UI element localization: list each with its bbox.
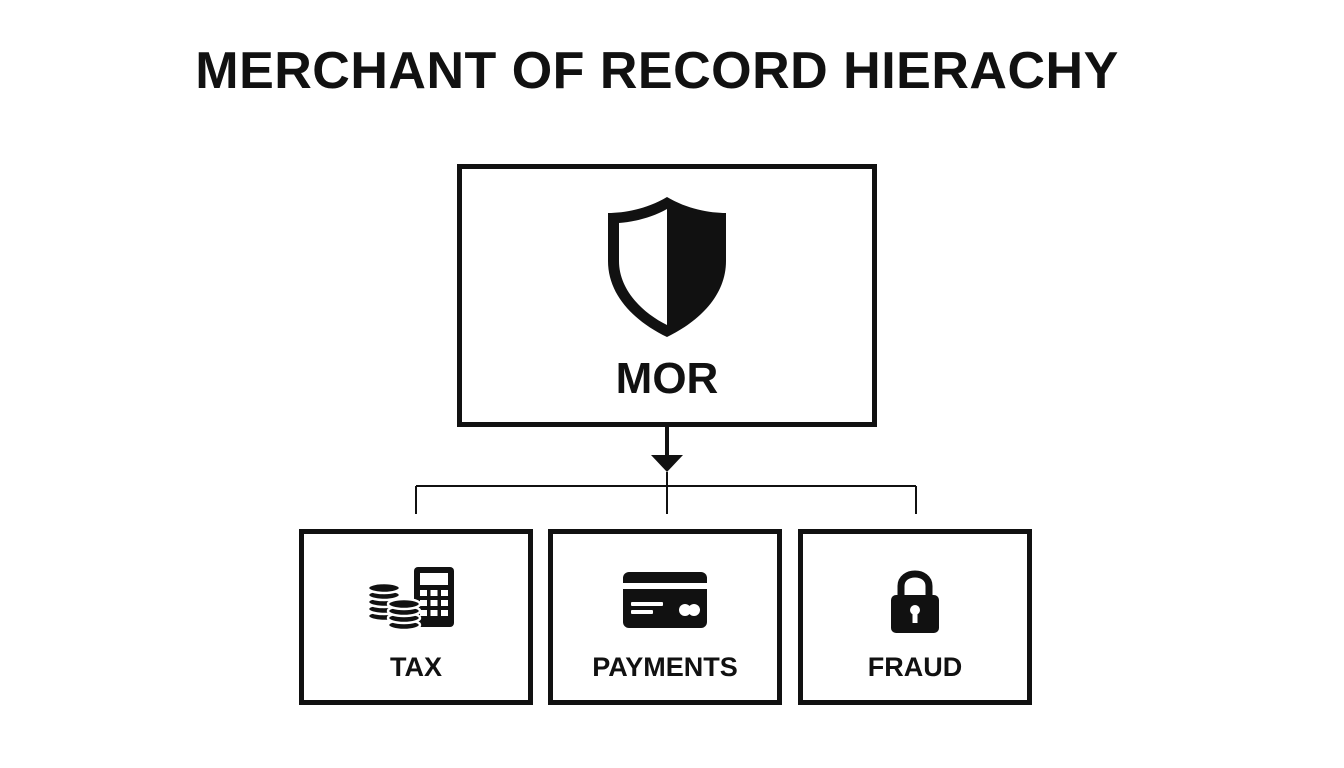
coins-calculator-icon [366,567,454,632]
fraud-label: FRAUD [867,652,963,682]
diagram-title: MERCHANT OF RECORD HIERACHY [195,42,1119,100]
down-arrowhead [651,455,683,472]
tax-node: TAX [299,529,533,705]
mor-node: MOR [457,164,877,427]
credit-card-icon [623,572,707,628]
tax-label: TAX [390,652,442,682]
payments-label: PAYMENTS [592,652,738,682]
fraud-node: FRAUD [798,529,1032,705]
shield-icon [608,197,726,337]
padlock-icon [891,570,939,633]
mor-label: MOR [615,354,719,403]
payments-node: PAYMENTS [548,529,782,705]
